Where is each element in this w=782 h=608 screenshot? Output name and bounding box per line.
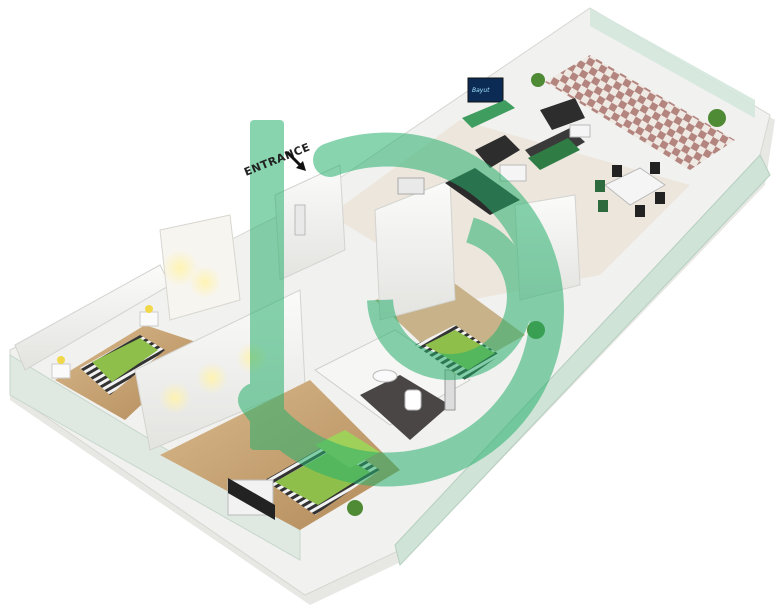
lamp-icon [145,305,153,313]
toilet [404,389,422,411]
dining-chair [612,165,622,177]
nightstand [51,363,71,379]
arrow-down-right-icon [285,150,306,171]
sofa-left [475,135,520,168]
entrance-door [294,204,306,236]
lamp-icon [57,356,65,364]
coffee-table [499,164,527,182]
washbasin [372,369,398,383]
stove [397,177,425,195]
dining-chair [635,205,645,217]
bed-left-cover [92,338,158,382]
closet-light [189,266,221,298]
front-glass-rail [394,154,771,567]
plant-icon [531,73,545,87]
terrace-glass-rail [590,8,755,118]
plant-icon [347,500,363,516]
armchair [540,98,585,130]
dining-chair [598,200,608,212]
dining-chair [595,180,605,192]
tv-unit [228,478,275,520]
side-table [569,124,591,138]
wardrobe-light [159,382,191,414]
closet-light [162,250,198,286]
central-wall [374,179,456,321]
dining-chair [655,192,665,204]
wardrobe-light [196,362,228,394]
sofa-green [528,138,580,170]
dining-table [604,167,666,206]
dining-chair [650,162,660,174]
nightstand [139,311,159,327]
tv-console [462,100,515,128]
tv-screen [467,77,504,103]
plant-icon [708,109,726,127]
terrace-floor [545,55,735,170]
tv-screen-text: Bayut [472,87,490,94]
bayut-logo-watermark [238,120,564,487]
